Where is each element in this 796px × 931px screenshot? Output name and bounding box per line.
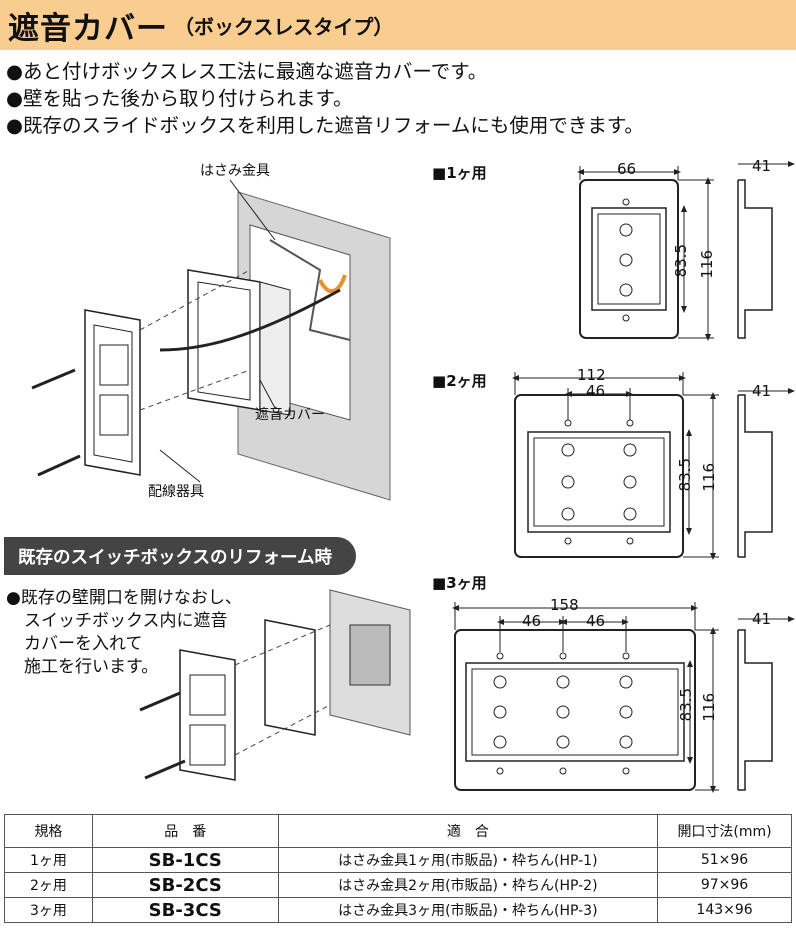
feature-item: 壁を貼った後から取り付けられます。 — [6, 85, 644, 112]
page-title: 遮音カバー — [8, 10, 168, 47]
label-cover: 遮音カバー — [255, 407, 325, 423]
feature-list: あと付けボックスレス工法に最適な遮音カバーです。 壁を貼った後から取り付けられま… — [6, 58, 644, 139]
reform-note-line: カバーを入れて — [24, 634, 143, 654]
reform-note-line: 施工を行います。 — [24, 657, 159, 677]
spec-table: 規格 品 番 適 合 開口寸法(mm) 1ヶ用 SB-1CS はさみ金具1ヶ用(… — [4, 814, 792, 923]
dim-3-width: 158 — [550, 596, 579, 614]
install-illustration — [31, 179, 391, 501]
header-spec: 規格 — [4, 814, 93, 848]
dim-3-pitch-a: 46 — [522, 612, 542, 630]
dim-2-inner: 83.5 — [676, 458, 694, 492]
cell-compat: はさみ金具1ヶ用(市販品)・枠ちん(HP-1) — [277, 847, 659, 873]
dimension-drawings — [452, 161, 795, 793]
cell-opening: 51×96 — [657, 847, 792, 873]
cell-model: SB-3CS — [91, 897, 279, 923]
reform-note: 既存の壁開口を開けなおし、 スイッチボックス内に遮音 カバーを入れて 施工を行い… — [6, 587, 242, 679]
dim-2-depth: 41 — [752, 382, 772, 400]
cell-model: SB-2CS — [91, 872, 279, 898]
dim-1-width: 66 — [617, 160, 637, 178]
table-row: 3ヶ用 SB-3CS はさみ金具3ヶ用(市販品)・枠ちん(HP-3) 143×9… — [4, 897, 792, 923]
dim-1-inner: 83.5 — [672, 244, 690, 278]
cell-spec: 1ヶ用 — [4, 847, 93, 873]
feature-item: あと付けボックスレス工法に最適な遮音カバーです。 — [6, 58, 644, 85]
cell-compat: はさみ金具3ヶ用(市販品)・枠ちん(HP-3) — [277, 897, 659, 923]
dim-2-height: 116 — [700, 463, 718, 492]
dim-3-inner: 83.5 — [677, 688, 695, 722]
dim-3-height: 116 — [700, 693, 718, 722]
cell-opening: 97×96 — [657, 872, 792, 898]
label-clip: はさみ金具 — [200, 163, 270, 179]
header-model: 品 番 — [91, 814, 279, 848]
reform-note-line: 既存の壁開口を開けなおし、 — [6, 588, 242, 608]
dim-2-pitch: 46 — [586, 382, 606, 400]
header-compat: 適 合 — [277, 814, 659, 848]
reform-note-line: スイッチボックス内に遮音 — [24, 611, 228, 631]
table-row: 1ヶ用 SB-1CS はさみ金具1ヶ用(市販品)・枠ちん(HP-1) 51×96 — [4, 847, 792, 873]
cell-compat: はさみ金具2ヶ用(市販品)・枠ちん(HP-2) — [277, 872, 659, 898]
cell-spec: 2ヶ用 — [4, 872, 93, 898]
spec-label-3: 3ヶ用 — [432, 572, 486, 593]
dim-3-depth: 41 — [752, 610, 772, 628]
reform-heading: 既存のスイッチボックスのリフォーム時 — [4, 537, 356, 575]
header-opening: 開口寸法(mm) — [657, 814, 792, 848]
cell-opening: 143×96 — [657, 897, 792, 923]
table-row: 2ヶ用 SB-2CS はさみ金具2ヶ用(市販品)・枠ちん(HP-2) 97×96 — [4, 872, 792, 898]
feature-item: 既存のスライドボックスを利用した遮音リフォームにも使用できます。 — [6, 112, 644, 139]
reform-illustration — [139, 589, 411, 781]
cell-model: SB-1CS — [91, 847, 279, 873]
label-device: 配線器具 — [148, 484, 204, 500]
dim-1-depth: 41 — [752, 157, 772, 175]
dim-2-width: 112 — [577, 366, 606, 384]
page-subtitle: （ボックスレスタイプ） — [174, 14, 394, 39]
dim-1-height: 116 — [698, 250, 716, 279]
cell-spec: 3ヶ用 — [4, 897, 93, 923]
table-header-row: 規格 品 番 適 合 開口寸法(mm) — [4, 814, 792, 848]
spec-label-2: 2ヶ用 — [432, 370, 486, 391]
title-bar: 遮音カバー （ボックスレスタイプ） — [0, 0, 796, 50]
spec-label-1: 1ヶ用 — [432, 162, 486, 183]
dim-3-pitch-b: 46 — [586, 612, 606, 630]
